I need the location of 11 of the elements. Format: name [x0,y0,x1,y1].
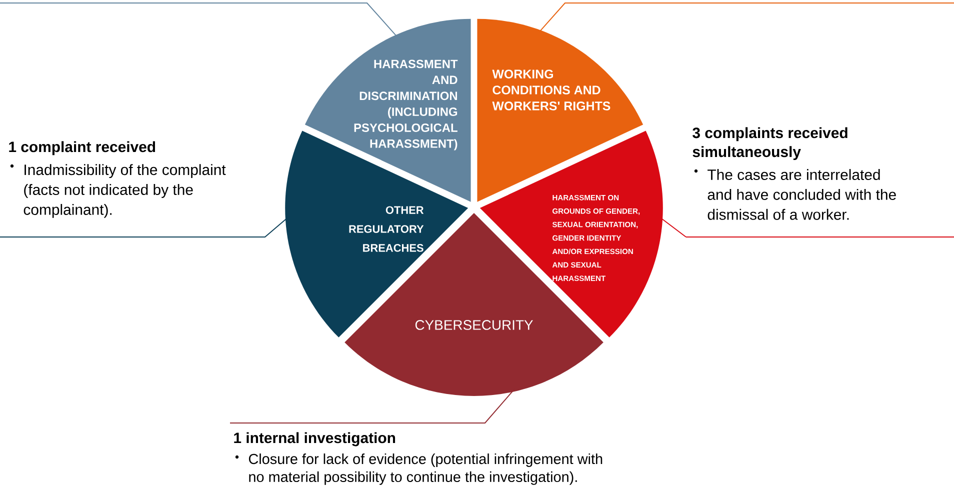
leader-line [660,216,954,238]
bullet-text: Inadmissibility of the complaint (facts not indicated by the complainant). [24,164,226,218]
note-heading: 1 complaint received [9,141,156,156]
note-heading: 1 internal investigation [234,432,396,446]
bullet-text: Closure for lack of evidence (potential infringement with no material possibility to continue the investigation). [248,453,602,485]
pie-slice: HARASSMENT AND DISCRIMINATION (INCLUDING PSYCHOLOGICAL HARASSMENT) [304,18,471,202]
bullet-text: The cases are interrelated and have concluded with the dismissal of a worker. [708,169,896,220]
leader-line [0,216,288,238]
leader-line [0,2,398,38]
leader-line [538,2,954,33]
note-heading: 3 complaints received simultaneously [692,127,848,160]
